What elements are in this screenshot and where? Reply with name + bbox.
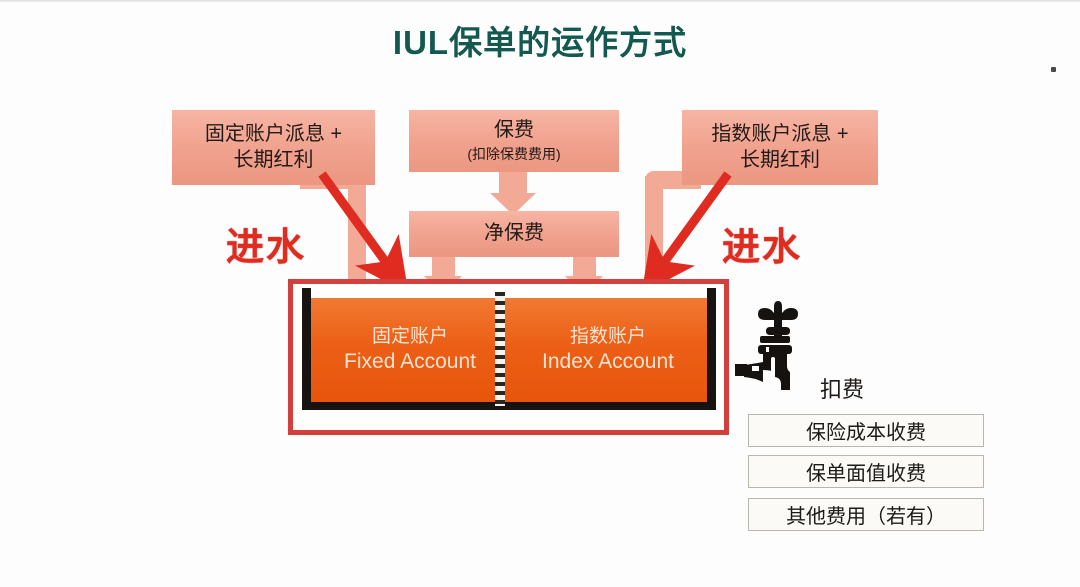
red-arrow-down-left-icon: [641, 171, 732, 288]
arrow-down-icon: [490, 193, 536, 215]
box-index-account-dividend-line1: 指数账户派息 +: [711, 122, 849, 145]
tank-body: [302, 288, 716, 410]
faucet-label: 扣费: [820, 377, 865, 402]
faucet-icon: [735, 301, 798, 390]
connector-net-to-index: [573, 257, 596, 279]
box-premium-line2: (扣除保费费用): [467, 145, 561, 162]
box-fixed-account-dividend: 固定账户派息 + 长期红利: [172, 110, 375, 185]
box-premium: 保费 (扣除保费费用): [409, 110, 619, 172]
fee-item-policy-face-value-label: 保单面值收费: [806, 463, 926, 485]
fee-item-other: 其他费用（若有）: [748, 498, 984, 531]
box-net-premium: 净保费: [409, 211, 619, 257]
tank-cell-index-account-cn: 指数账户: [569, 326, 646, 347]
box-fixed-account-dividend-line1: 固定账户派息 +: [204, 122, 343, 145]
inflow-label-right: 进水: [722, 227, 803, 269]
red-arrow-down-right-icon: [318, 171, 409, 288]
tank-cell-index-account: 指数账户 Index Account: [509, 298, 707, 402]
box-fixed-account-dividend-line2: 长期红利: [233, 148, 314, 171]
inflow-label-left: 进水: [226, 227, 307, 269]
connector-net-to-fixed: [432, 257, 455, 279]
fee-item-other-label: 其他费用（若有）: [786, 506, 946, 528]
fee-item-insurance-cost: 保险成本收费: [748, 414, 984, 447]
box-index-account-dividend-line2: 长期红利: [740, 148, 820, 171]
tank-cell-index-account-en: Index Account: [542, 349, 674, 373]
tank-cell-fixed-account-en: Fixed Account: [344, 349, 476, 373]
box-net-premium-line1: 净保费: [484, 222, 544, 245]
box-index-account-dividend: 指数账户派息 + 长期红利: [682, 110, 878, 185]
connector-premium-to-net: [499, 172, 527, 196]
fee-item-insurance-cost-label: 保险成本收费: [806, 422, 926, 444]
tank-fill: 固定账户 Fixed Account 指数账户 Index Account: [311, 298, 707, 402]
tank-cell-fixed-account-cn: 固定账户: [371, 326, 448, 347]
top-edge-divider: [0, 0, 1080, 3]
dot-icon: [1051, 67, 1056, 72]
tank-divider: [495, 292, 505, 406]
fee-item-policy-face-value: 保单面值收费: [748, 455, 984, 488]
tank-cell-fixed-account: 固定账户 Fixed Account: [311, 298, 509, 402]
box-premium-line1: 保费: [494, 119, 534, 142]
page-title: IUL保单的运作方式: [392, 24, 688, 61]
